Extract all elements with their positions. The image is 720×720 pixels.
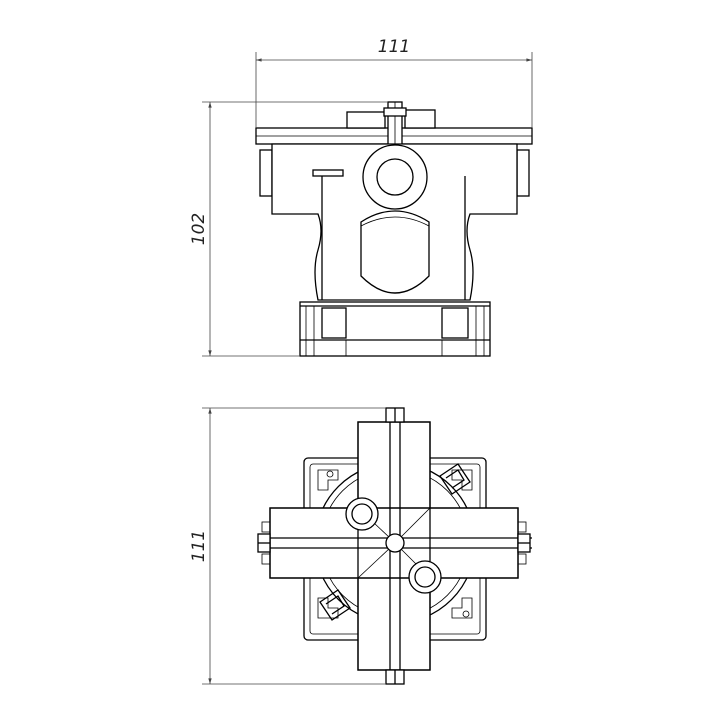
top-width-label: 111 (378, 37, 410, 57)
top-height-label: 102 (189, 213, 209, 245)
plan-view (257, 407, 532, 685)
top-height-dimension: 102 (189, 101, 388, 357)
top-width-dimension: 111 (255, 37, 533, 128)
bottom-height-dimension: 111 (189, 407, 386, 685)
side-elevation-view (255, 101, 533, 357)
bottom-height-label: 111 (189, 530, 209, 562)
